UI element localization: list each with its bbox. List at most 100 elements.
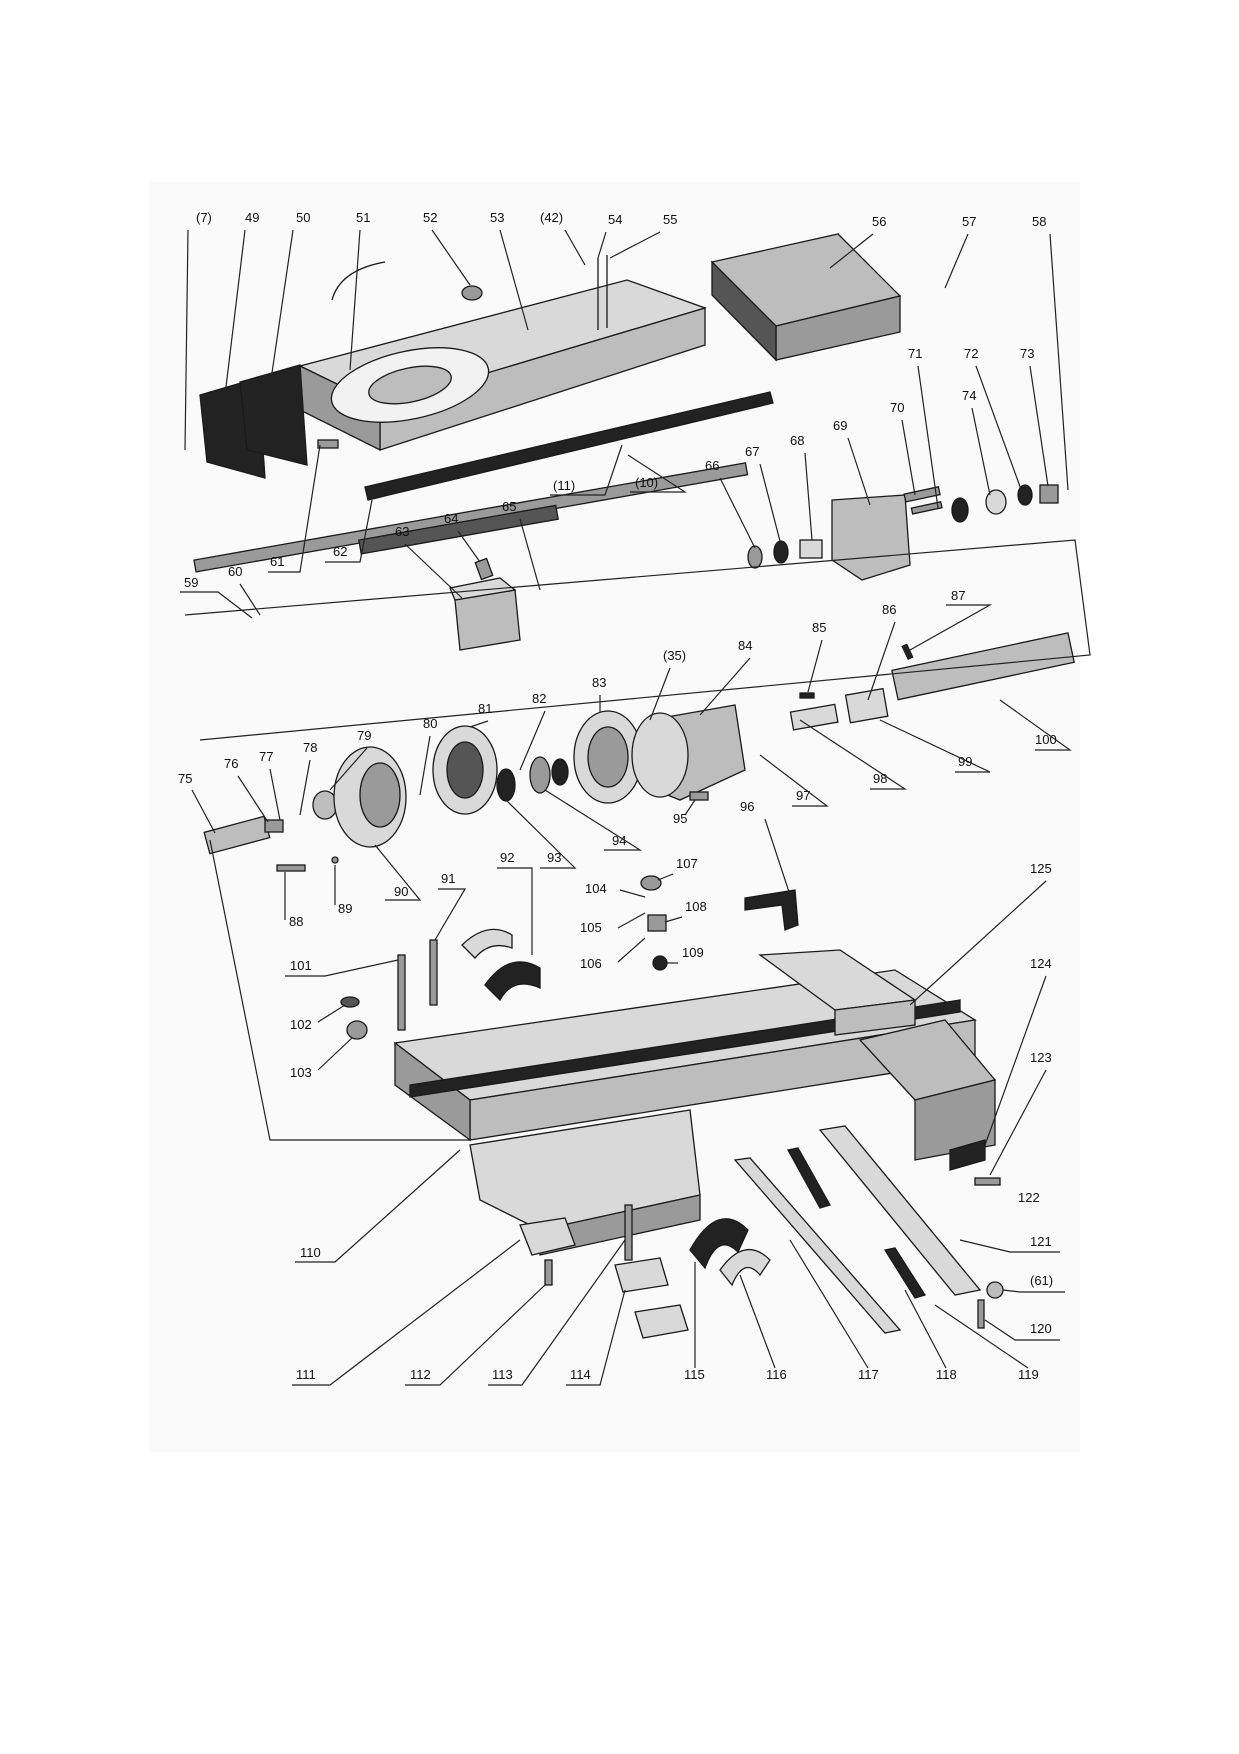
part-93-washer (496, 768, 516, 802)
callout-91: 91 (441, 871, 455, 886)
part-98-shaft (789, 703, 839, 731)
part-56-cover-side (711, 260, 777, 362)
part-121-slide-bar (818, 1125, 982, 1296)
callout-114: 114 (570, 1367, 591, 1382)
callout-70: 70 (890, 400, 904, 415)
part-96-lever (744, 889, 799, 931)
part-50-gib (239, 364, 308, 466)
part-64-screw (474, 557, 494, 581)
callout-84: 84 (738, 638, 752, 653)
part-74-spring (951, 497, 969, 523)
part-70-bolt (903, 486, 941, 503)
part-94-washer (529, 756, 551, 794)
callout-57: 57 (962, 214, 976, 229)
callout-62: 62 (333, 544, 347, 559)
part-74-collar (985, 489, 1007, 515)
callout-58: 58 (1032, 214, 1046, 229)
callout-66: 66 (705, 458, 719, 473)
part-61b-nut (986, 1281, 1004, 1299)
part-119-strip (883, 1247, 927, 1299)
callout-65: 65 (502, 499, 516, 514)
part-88-screw (276, 864, 306, 872)
callout-52: 52 (423, 210, 437, 225)
compound-slide-group (199, 233, 902, 501)
callout-121: 121 (1030, 1234, 1052, 1249)
callout-108: 108 (685, 899, 707, 914)
callout-94: 94 (612, 833, 626, 848)
callout-86: 86 (882, 602, 896, 617)
callout-118: 118 (936, 1367, 957, 1382)
callout-104: 104 (585, 881, 607, 896)
callout-71: 71 (908, 346, 922, 361)
callout-56: 56 (872, 214, 886, 229)
callout-83: 83 (592, 675, 606, 690)
part-62-gib-strip (364, 391, 774, 501)
callout-labels: (7) 49 50 51 52 53 (42) 54 55 56 57 58 7… (178, 210, 1072, 1386)
part-103-oiler (346, 1020, 368, 1040)
callout-99: 99 (958, 754, 972, 769)
callout-35: (35) (663, 648, 686, 663)
callout-54: 54 (608, 212, 622, 227)
callout-79: 79 (357, 728, 371, 743)
part-112-screw (544, 1259, 553, 1286)
part-51-swivel-ring (368, 365, 452, 405)
callout-60: 60 (228, 564, 242, 579)
callout-116: 116 (766, 1367, 787, 1382)
callout-7: (7) (196, 210, 212, 225)
callout-42: (42) (540, 210, 563, 225)
callout-103: 103 (290, 1065, 312, 1080)
callout-75: 75 (178, 771, 192, 786)
callout-112: 112 (410, 1367, 431, 1382)
part-68-bushing (799, 539, 823, 559)
part-118-strip (787, 1147, 831, 1209)
part-95-screw (689, 791, 709, 801)
callout-110: 110 (300, 1245, 321, 1260)
callout-67: 67 (745, 444, 759, 459)
part-87-key (901, 643, 914, 661)
callout-78: 78 (303, 740, 317, 755)
part-116-clamp (719, 1248, 771, 1287)
callout-10: (10) (635, 475, 658, 490)
callout-120: 120 (1030, 1321, 1052, 1336)
part-61-screw (317, 439, 339, 449)
part-114-block (614, 1257, 669, 1293)
part-91-stud (429, 939, 438, 1006)
part-115-clamp (689, 1218, 749, 1270)
part-125-dovetail-slot (409, 999, 961, 1098)
callout-123: 123 (1030, 1050, 1052, 1065)
part-85-pin (799, 692, 815, 699)
part-102-washer (340, 996, 360, 1008)
callout-61b: (61) (1030, 1273, 1053, 1288)
part-117-gib (733, 1157, 902, 1334)
callout-69: 69 (833, 418, 847, 433)
part-109-ball (652, 955, 668, 971)
part-52-nut (461, 285, 483, 301)
callout-80: 80 (423, 716, 437, 731)
callout-109: 109 (682, 945, 704, 960)
callout-113: 113 (492, 1367, 513, 1382)
part-111-plate (519, 1217, 576, 1256)
callout-74: 74 (962, 388, 976, 403)
part-86-sleeve (844, 687, 889, 724)
group-outlines (184, 539, 1091, 1141)
part-113-stud (624, 1204, 633, 1261)
callout-124: 124 (1030, 956, 1052, 971)
callout-61: 61 (270, 554, 284, 569)
callout-63: 63 (395, 524, 409, 539)
callout-101: 101 (290, 958, 312, 973)
callout-76: 76 (224, 756, 238, 771)
callout-49: 49 (245, 210, 259, 225)
part-90-dial-hub (359, 762, 401, 828)
callout-82: 82 (532, 691, 546, 706)
part-66-washer (747, 545, 763, 569)
part-67-washer (773, 540, 789, 564)
callout-11: (11) (553, 478, 575, 493)
callout-107: 107 (676, 856, 698, 871)
callout-64: 64 (444, 511, 458, 526)
callout-51: 51 (356, 210, 370, 225)
callout-97: 97 (796, 788, 810, 803)
callout-81: 81 (478, 701, 492, 716)
callout-72: 72 (964, 346, 978, 361)
callout-100: 100 (1035, 732, 1057, 747)
